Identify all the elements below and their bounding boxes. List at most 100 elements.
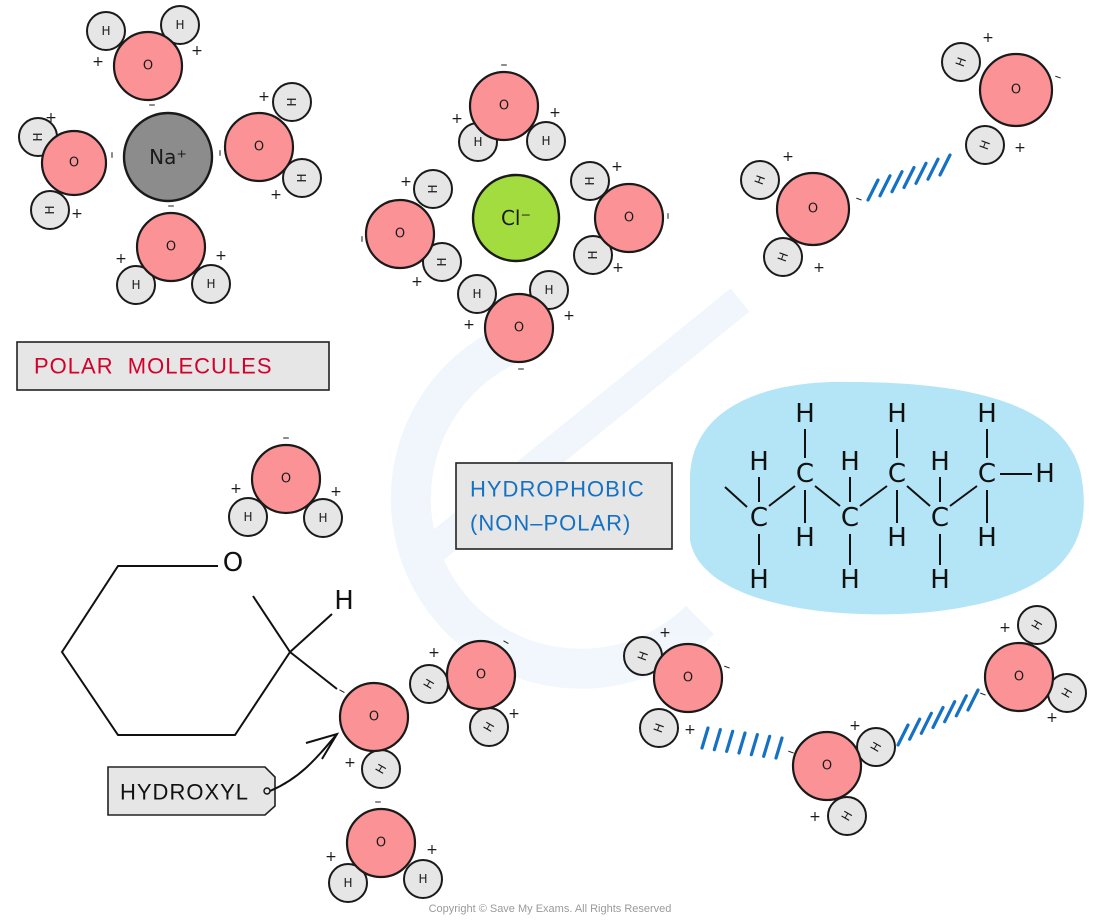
hydrogen-symbol: H xyxy=(586,250,600,259)
hydrogen-atom: H xyxy=(403,859,443,899)
partial-positive-charge: + xyxy=(215,248,227,264)
hydrogen-symbol: H xyxy=(953,55,969,68)
hydrogen-symbol: H xyxy=(243,510,252,524)
oxygen-symbol: O xyxy=(1011,83,1021,98)
sodium-ion-symbol: Na⁺ xyxy=(149,145,187,169)
partial-negative-charge: – xyxy=(501,57,508,73)
partial-positive-charge: + xyxy=(563,308,575,324)
hydrogen-atom: H xyxy=(457,274,497,314)
oxygen-circle xyxy=(250,443,322,515)
hydrogen-atom: H xyxy=(965,125,1005,165)
hydrogen-bond-dash xyxy=(762,734,772,758)
hydrogen-symbol: H xyxy=(473,135,482,149)
partial-positive-charge: + xyxy=(611,159,623,175)
hydrogen-atom: H xyxy=(86,11,126,51)
oxygen-atom: O xyxy=(983,641,1055,713)
polar-molecules-label-box xyxy=(16,341,330,391)
oxygen-circle xyxy=(223,111,295,183)
hydrogen-symbol: H xyxy=(749,447,769,477)
partial-positive-charge: + xyxy=(92,54,104,70)
oxygen-atom: O xyxy=(345,807,417,879)
oxygen-atom: O xyxy=(775,171,851,247)
partial-positive-charge: + xyxy=(451,111,463,127)
sugar-ring-structure: OH xyxy=(60,548,354,736)
partial-positive-charge: + xyxy=(549,105,561,121)
carbon-symbol: C xyxy=(841,503,859,533)
hydrogen-circle xyxy=(639,708,679,748)
hydrogen-bond-dash xyxy=(938,153,952,177)
partial-positive-charge: + xyxy=(258,89,270,105)
oxygen-circle xyxy=(112,30,184,102)
carbon-carbon-bond xyxy=(859,485,888,507)
hydrogen-atom: H xyxy=(191,264,231,304)
hydrogen-atom: H xyxy=(409,664,449,704)
hydrogen-circle xyxy=(457,274,497,314)
hydrogen-atom: H xyxy=(573,235,613,275)
oxygen-circle xyxy=(338,681,410,753)
hydrogen-symbol: H xyxy=(651,721,667,734)
ring-hydrogen-symbol: H xyxy=(334,586,354,616)
hydrogen-circle xyxy=(228,497,268,537)
oxygen-circle xyxy=(652,642,724,714)
hydrogen-symbol: H xyxy=(583,176,597,185)
hydrogen-symbol: H xyxy=(544,283,553,297)
hydrogen-symbol: H xyxy=(795,523,815,553)
hydrogen-bond-top xyxy=(866,153,952,202)
hydrogen-circle xyxy=(116,265,156,305)
hydrogen-bond-dash xyxy=(914,161,928,185)
hydroxyl-label-text: HYDROXYL xyxy=(120,780,249,805)
water-molecule-na-right: HHO++– xyxy=(212,82,322,203)
hydroxyl-label: HYDROXYL xyxy=(107,732,340,816)
carbon-symbol: C xyxy=(796,459,814,489)
hydrogen-circle xyxy=(86,11,126,51)
hydrogen-atom: H xyxy=(30,190,70,230)
hydrogen-bond-dash xyxy=(866,178,880,202)
carbon-symbol: C xyxy=(978,459,996,489)
partial-positive-charge: + xyxy=(191,43,203,59)
ring-hydroxyl-bond xyxy=(289,651,338,690)
partial-positive-charge: + xyxy=(325,849,337,865)
hydrogen-symbol: H xyxy=(285,97,299,106)
hydrogen-atom: H xyxy=(941,42,981,82)
partial-negative-charge: – xyxy=(104,152,120,159)
hydrogen-circle xyxy=(191,264,231,304)
hydrogen-symbol: H xyxy=(635,649,651,662)
oxygen-atom: O xyxy=(483,292,555,364)
hydrogen-atom: H xyxy=(361,749,401,789)
hydrogen-atom: H xyxy=(827,796,867,836)
polar-molecules-label-text: POLAR MOLECULES xyxy=(34,354,273,379)
chain-end-bond xyxy=(724,486,748,508)
hydrogen-atom: H xyxy=(469,707,509,747)
hydrogen-symbol: H xyxy=(295,173,309,182)
hydrophobic-label-line1: HYDROPHOBIC xyxy=(470,477,645,502)
oxygen-circle xyxy=(791,730,863,802)
partial-negative-charge: – xyxy=(853,190,865,207)
hydrogen-symbol: H xyxy=(977,138,993,151)
partial-positive-charge: + xyxy=(508,706,520,722)
hydrogen-circle xyxy=(740,160,780,200)
partial-positive-charge: + xyxy=(999,620,1011,636)
hydrogen-atom: H xyxy=(282,158,322,198)
partial-positive-charge: + xyxy=(809,809,821,825)
carbon-symbol: C xyxy=(888,459,906,489)
chloride-ion-symbol: Cl⁻ xyxy=(501,206,531,230)
hydrogen-atom: H xyxy=(116,265,156,305)
hydrogen-symbol: H xyxy=(343,876,352,890)
sodium-ion: Na⁺ xyxy=(122,111,214,203)
hydrogen-symbol: H xyxy=(887,523,907,553)
oxygen-symbol: O xyxy=(254,140,264,155)
hydrogen-circle xyxy=(763,237,803,277)
oxygen-symbol: O xyxy=(808,202,818,217)
oxygen-circle xyxy=(40,129,108,197)
partial-negative-charge: – xyxy=(149,97,156,113)
oxygen-circle xyxy=(978,52,1054,128)
hydrogen-bond-dash xyxy=(878,174,892,198)
carbon-carbon-bond xyxy=(906,485,931,507)
hydrogen-bond-dash xyxy=(725,729,735,753)
hydrogen-bond-dash xyxy=(902,165,916,190)
hydrogen-circle xyxy=(30,190,70,230)
oxygen-atom: O xyxy=(112,30,184,102)
partial-positive-charge: + xyxy=(45,110,57,126)
